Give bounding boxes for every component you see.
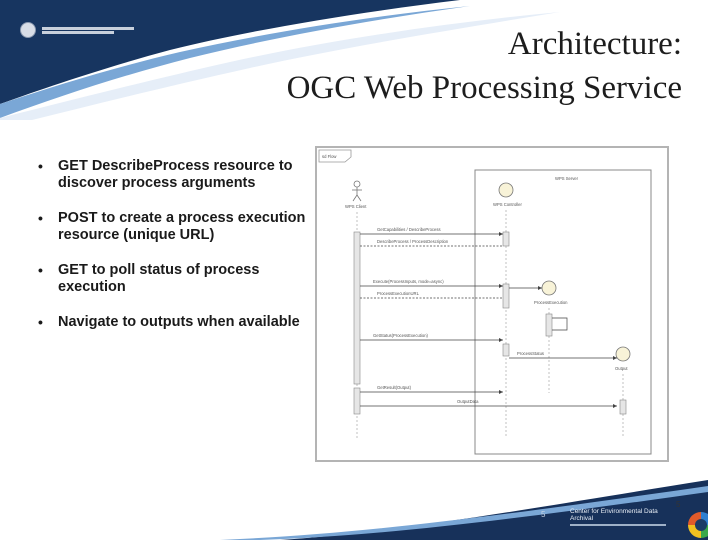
output-entity-icon bbox=[615, 346, 631, 362]
message-label: ProcessStatus bbox=[517, 351, 544, 356]
footer-org-name: Center for Environmental Data Archival bbox=[570, 508, 680, 526]
diagram-frame-label: sd Flow bbox=[322, 154, 337, 159]
message-label: GetCapabilities / DescribeProcess bbox=[377, 227, 441, 232]
message-label: DescribeProcess / ProcessDescription bbox=[377, 239, 449, 244]
footer-logo-icon bbox=[688, 512, 708, 538]
bullet-dot-icon: • bbox=[38, 314, 43, 330]
slide-number: 5 bbox=[676, 500, 681, 509]
bullet-dot-icon: • bbox=[38, 262, 43, 278]
slide-title-line1: Architecture: bbox=[507, 26, 682, 62]
message-label: Execute(ProcessInputs, mode=async) bbox=[373, 279, 444, 284]
bullet-dot-icon: • bbox=[38, 210, 43, 226]
message-label: OutputData bbox=[457, 399, 479, 404]
bullet-item: •GET DescribeProcess resource to discove… bbox=[38, 158, 293, 191]
lifeline-label-client: WPS Client bbox=[345, 204, 367, 209]
footer-page-number: 5 bbox=[541, 510, 546, 519]
agency-seal-icon bbox=[20, 22, 36, 38]
bullet-item: •POST to create a process execution reso… bbox=[38, 210, 306, 243]
bullet-item: •GET to poll status of process execution bbox=[38, 262, 260, 295]
server-box-label: WPS Server bbox=[555, 176, 579, 181]
lifeline-label-output: Output bbox=[615, 366, 628, 371]
header-band bbox=[0, 0, 708, 120]
sequence-diagram: sd Flow WPS Server WPS Client WPS Contro… bbox=[315, 146, 669, 462]
controller-entity-icon bbox=[498, 182, 514, 198]
lifeline-label-process: ProcessExecution bbox=[534, 300, 568, 305]
message-label: ProcessExecutionURL bbox=[377, 291, 420, 296]
message-label: GetStatus(ProcessExecution) bbox=[373, 333, 429, 338]
header-logo bbox=[20, 22, 134, 38]
bullet-list: •GET DescribeProcess resource to discove… bbox=[36, 158, 316, 349]
bullet-dot-icon: • bbox=[38, 158, 43, 174]
message-label: GetResult(Output) bbox=[377, 385, 412, 390]
logo-caption bbox=[42, 26, 134, 34]
slide-title-line2: OGC Web Processing Service bbox=[286, 70, 682, 106]
bullet-item: •Navigate to outputs when available bbox=[38, 314, 300, 330]
client-actor-icon bbox=[352, 180, 362, 202]
process-entity-icon bbox=[541, 280, 557, 296]
lifeline-label-controller: WPS Controller bbox=[493, 202, 522, 207]
